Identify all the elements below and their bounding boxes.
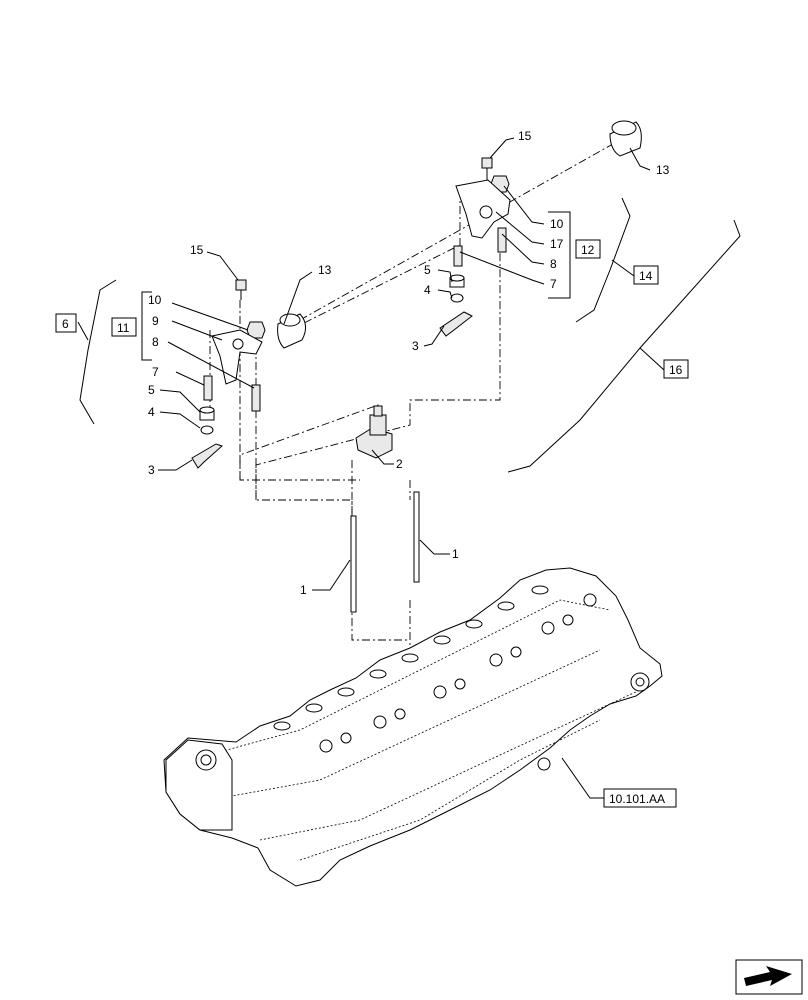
- valve-seat-row: [319, 593, 597, 753]
- callout-15-right: 15: [518, 129, 532, 143]
- svg-text:12: 12: [581, 243, 595, 257]
- valve-bridge-3-left: [191, 443, 223, 469]
- callout-4-right: 4: [424, 283, 431, 297]
- collet-4-right: [450, 293, 464, 303]
- reference-box[interactable]: 10.101.AA: [603, 788, 677, 808]
- callout-1-left: 1: [300, 583, 307, 597]
- next-page-arrow-icon[interactable]: [735, 959, 803, 995]
- callout-10-left: 10: [148, 293, 162, 307]
- callout-box-12: 12: [575, 239, 601, 259]
- callout-7-right: 7: [550, 277, 557, 291]
- svg-text:11: 11: [117, 321, 130, 335]
- left-rocker-assembly: [191, 279, 306, 469]
- callout-2: 2: [396, 457, 403, 471]
- callout-box-11: 11: [111, 317, 137, 337]
- svg-text:10.101.AA: 10.101.AA: [609, 792, 665, 806]
- svg-text:14: 14: [639, 269, 653, 283]
- adjuster-screw-8-right: [497, 227, 507, 253]
- port-row: [273, 585, 549, 731]
- rocker-support-2: [355, 405, 393, 459]
- collet-4-left: [200, 425, 214, 435]
- callout-17: 17: [550, 237, 564, 251]
- callout-box-14: 14: [633, 265, 659, 285]
- callout-13-right: 13: [656, 163, 670, 177]
- callout-3-right: 3: [412, 339, 419, 353]
- callout-5-right: 5: [424, 263, 431, 277]
- cylinder-head: [163, 567, 663, 887]
- pin-7-left: [203, 375, 213, 401]
- push-rod-left: [350, 515, 357, 613]
- callout-4-left: 4: [148, 405, 155, 419]
- callout-8-left: 8: [152, 335, 159, 349]
- leader-lines: [77, 137, 741, 799]
- callout-box-6: 6: [55, 313, 77, 333]
- callout-10-right: 10: [550, 217, 564, 231]
- rocker-arm-9: [211, 329, 263, 385]
- adjuster-screw-8-left: [251, 384, 261, 412]
- valve-bridge-3-right: [439, 311, 473, 337]
- callout-labels: 1 1 2 3 3 4 4 5 5 7 7 8 8 9 10 10 13 13 …: [148, 129, 670, 597]
- push-rods-1: [350, 491, 420, 613]
- svg-text:6: 6: [62, 317, 69, 331]
- callout-1-right: 1: [452, 547, 459, 561]
- callout-15-left: 15: [190, 243, 204, 257]
- callout-8-right: 8: [550, 257, 557, 271]
- boxed-callouts: 6 11 12 14 16 10.101.AA: [55, 239, 689, 808]
- pin-7-right: [453, 245, 463, 267]
- bolt-15-left: [235, 279, 247, 291]
- callout-box-16: 16: [663, 359, 689, 379]
- callout-13-left: 13: [318, 263, 332, 277]
- callout-7-left: 7: [152, 365, 159, 379]
- right-rocker-assembly: [439, 120, 642, 337]
- callout-9: 9: [152, 314, 159, 328]
- svg-text:16: 16: [669, 363, 683, 377]
- callout-5-left: 5: [148, 383, 155, 397]
- bolt-15-right: [481, 157, 493, 169]
- callout-3-left: 3: [148, 463, 155, 477]
- push-rod-right: [413, 491, 420, 583]
